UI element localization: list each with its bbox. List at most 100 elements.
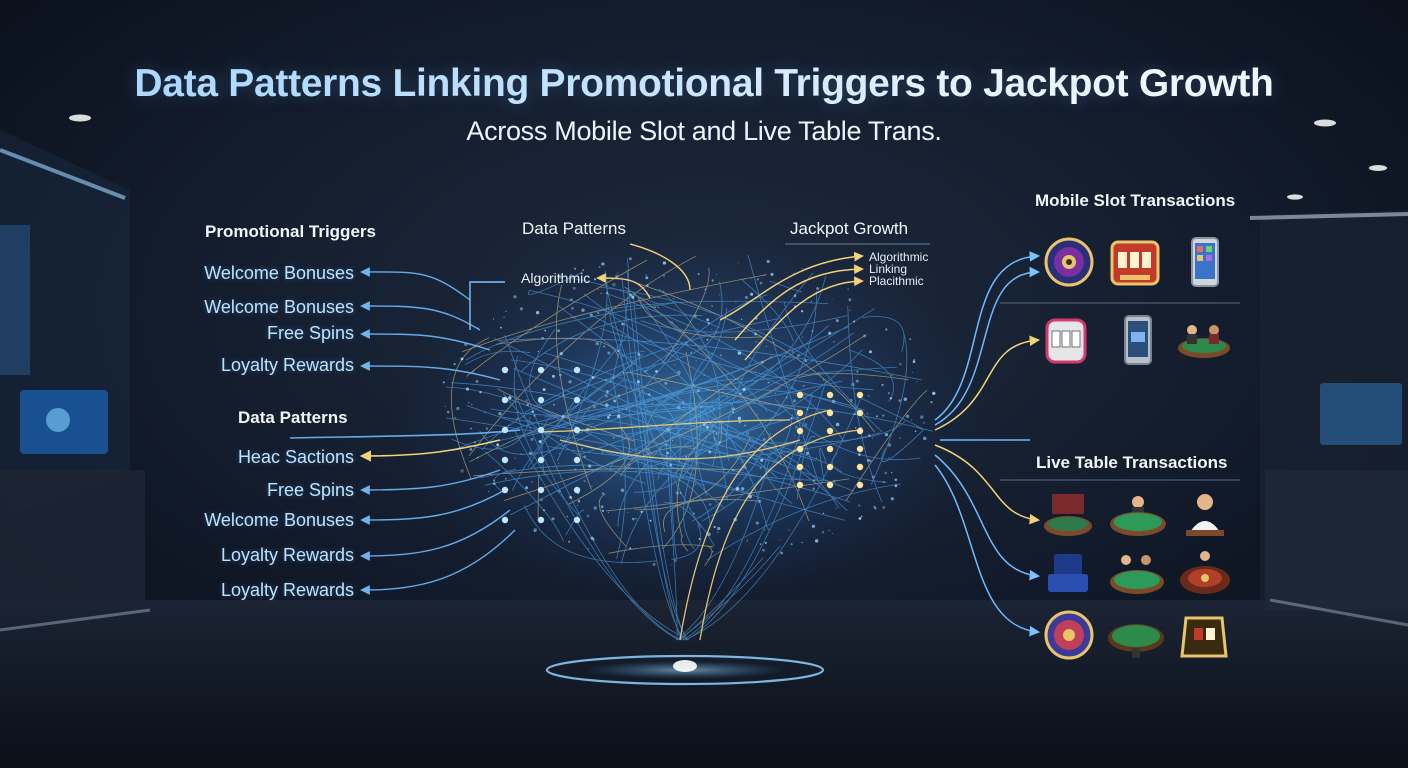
- network-dot: [745, 391, 747, 393]
- network-dot: [702, 423, 706, 427]
- network-dot: [737, 416, 742, 421]
- network-dot: [806, 408, 809, 411]
- network-dot: [828, 530, 830, 532]
- promo-item-2: Welcome Bonuses: [204, 297, 354, 317]
- network-dot: [588, 464, 592, 468]
- network-dot: [600, 505, 604, 509]
- network-line: [580, 379, 625, 425]
- network-dot: [473, 441, 476, 444]
- network-dot: [759, 543, 762, 545]
- network-dot: [875, 415, 878, 418]
- network-dot: [791, 350, 794, 353]
- network-node: [856, 481, 864, 489]
- network-dot: [741, 487, 745, 491]
- network-dot: [677, 405, 681, 409]
- network-node: [501, 516, 509, 524]
- network-dot: [640, 510, 643, 513]
- network-dot: [715, 432, 718, 435]
- network-line: [598, 493, 627, 548]
- promo-item-1: Welcome Bonuses: [204, 263, 354, 283]
- network-dot: [616, 272, 618, 274]
- network-dot: [604, 394, 608, 398]
- network-line: [640, 315, 848, 333]
- network-line: [881, 429, 924, 463]
- network-dot: [612, 283, 616, 287]
- network-dot: [587, 548, 590, 550]
- network-dot: [604, 378, 607, 382]
- network-dot: [910, 419, 913, 421]
- data-patterns-center-heading: Data Patterns: [522, 219, 626, 238]
- network-line: [510, 359, 783, 466]
- promo-item-4: Loyalty Rewards: [220, 355, 354, 375]
- network-dot: [671, 563, 673, 566]
- network-dot: [650, 339, 652, 342]
- network-dot: [442, 381, 445, 384]
- pattern-item-1: Heac Sactions: [237, 447, 354, 467]
- network-dot: [725, 395, 728, 398]
- network-node: [826, 409, 834, 417]
- network-node: [501, 366, 509, 374]
- network-dot: [930, 400, 933, 404]
- network-dot: [706, 338, 709, 341]
- network-line: [513, 367, 802, 481]
- network-dot: [744, 424, 747, 427]
- network-dot: [569, 298, 573, 302]
- network-dot: [567, 404, 568, 406]
- network-dot: [698, 323, 700, 325]
- network-dot: [692, 383, 695, 386]
- network-line: [528, 271, 584, 295]
- network-dot: [593, 506, 598, 510]
- network-line: [606, 478, 849, 512]
- network-line: [769, 280, 802, 293]
- network-dot: [558, 453, 560, 455]
- network-dot: [894, 484, 898, 488]
- network-line: [530, 406, 712, 470]
- network-dot: [569, 496, 572, 499]
- network-dot: [687, 459, 689, 461]
- casino-table-icon: [1048, 554, 1088, 592]
- network-dot: [493, 318, 495, 320]
- network-dot: [589, 313, 593, 317]
- network-dot: [855, 379, 859, 383]
- network-dot: [762, 433, 765, 436]
- network-dot: [577, 504, 579, 506]
- network-dot: [470, 403, 473, 406]
- network-dot: [708, 503, 712, 506]
- network-dot: [496, 443, 500, 447]
- network-line: [663, 501, 715, 547]
- network-dot: [693, 512, 695, 515]
- network-line: [480, 464, 706, 486]
- network-dot: [608, 511, 609, 513]
- network-line: [659, 307, 728, 405]
- network-dot: [574, 468, 577, 471]
- network-line: [679, 281, 723, 359]
- network-dot: [792, 399, 796, 403]
- network-dot: [611, 507, 613, 509]
- network-dot: [615, 274, 619, 279]
- network-dot: [756, 278, 759, 281]
- network-dot: [508, 424, 510, 426]
- network-dot: [538, 439, 542, 444]
- network-dot: [894, 478, 898, 482]
- network-line: [740, 278, 794, 342]
- network-dot: [913, 359, 916, 361]
- network-dot: [735, 488, 739, 491]
- network-dot: [696, 389, 700, 393]
- network-line: [685, 380, 827, 641]
- network-dot: [756, 414, 758, 416]
- jackpot-item-2: Linking: [869, 262, 908, 276]
- network-line: [589, 314, 768, 529]
- network-line: [621, 276, 689, 641]
- network-dot: [645, 274, 648, 276]
- network-line: [845, 389, 928, 501]
- network-line: [446, 386, 640, 462]
- network-node: [856, 427, 864, 435]
- network-dot: [835, 422, 840, 427]
- live-table-heading: Live Table Transactions: [1036, 453, 1228, 472]
- network-dot: [675, 491, 680, 495]
- network-dot: [873, 505, 876, 508]
- network-line: [632, 295, 688, 641]
- network-dot: [754, 459, 756, 461]
- network-dot: [765, 345, 767, 348]
- network-dot: [866, 412, 869, 415]
